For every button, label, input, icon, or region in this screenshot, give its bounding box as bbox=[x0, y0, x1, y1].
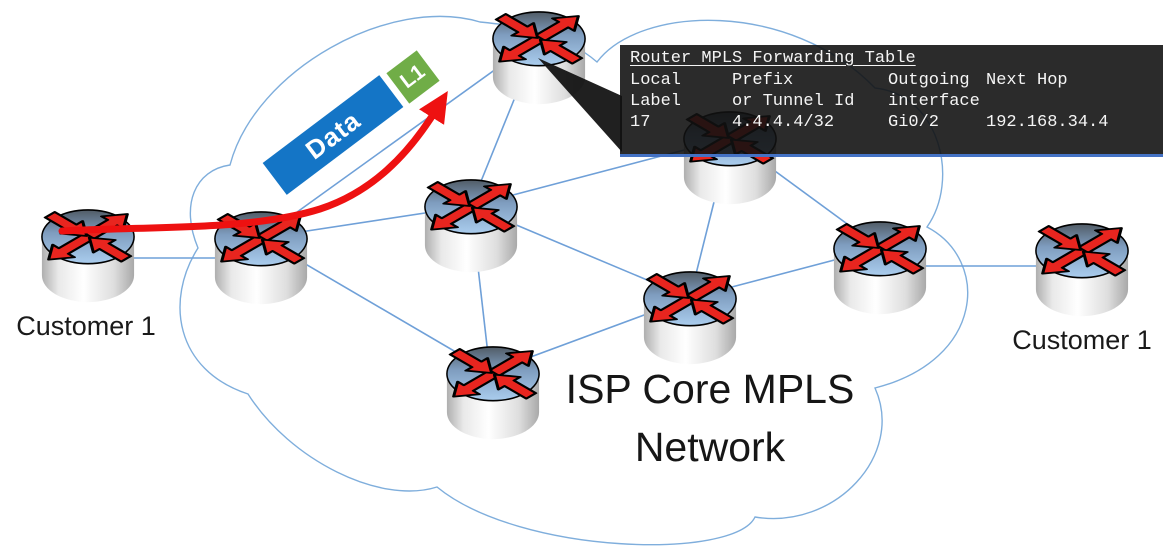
callout-pointer bbox=[538, 58, 622, 152]
traffic-path-arrow bbox=[58, 90, 448, 235]
core-network-title: ISP Core MPLS Network bbox=[512, 360, 908, 476]
col-value: Gi0/2 bbox=[888, 113, 940, 132]
router-pe-egress-icon bbox=[832, 218, 928, 316]
col-header-line2: or Tunnel Id bbox=[732, 92, 855, 111]
router-core-center-icon bbox=[642, 268, 738, 366]
customer-right-label: Customer 1 bbox=[1012, 325, 1152, 355]
col-header-line1: Prefix bbox=[732, 71, 794, 90]
col-header-line2: interface bbox=[888, 92, 980, 111]
col-header-line2 bbox=[986, 91, 1108, 112]
col-header-line1: Outgoing bbox=[888, 71, 970, 90]
router-customer-right-icon bbox=[1034, 220, 1130, 318]
col-header-line1: Local bbox=[630, 71, 682, 90]
forwarding-table-col-prefix: Prefix or Tunnel Id 4.4.4.4/32 bbox=[732, 70, 854, 133]
forwarding-table-title: Router MPLS Forwarding Table bbox=[630, 49, 916, 68]
col-header-line2: Label bbox=[630, 92, 682, 111]
forwarding-table-col-next-hop: Next Hop 192.168.34.4 bbox=[986, 70, 1108, 133]
customer-left-label: Customer 1 bbox=[16, 311, 156, 341]
mpls-label-text: L1 bbox=[395, 60, 430, 94]
col-value: 17 bbox=[630, 113, 651, 132]
forwarding-table-callout: Router MPLS Forwarding Table Local Label… bbox=[620, 45, 1163, 157]
col-value: 4.4.4.4/32 bbox=[732, 113, 835, 132]
core-network-title-line1: ISP Core MPLS bbox=[565, 366, 855, 412]
router-core-mid-left-icon bbox=[423, 176, 519, 274]
router-customer-left-icon bbox=[40, 206, 136, 304]
forwarding-table-col-local-label: Local Label 17 bbox=[630, 70, 681, 133]
forwarding-table-col-outgoing-interface: Outgoing interface Gi0/2 bbox=[888, 70, 980, 133]
link-pe-left-top bbox=[260, 37, 540, 239]
col-header-line1: Next Hop bbox=[986, 71, 1068, 90]
core-network-title-line2: Network bbox=[634, 424, 786, 471]
col-value: 192.168.34.4 bbox=[986, 113, 1109, 132]
